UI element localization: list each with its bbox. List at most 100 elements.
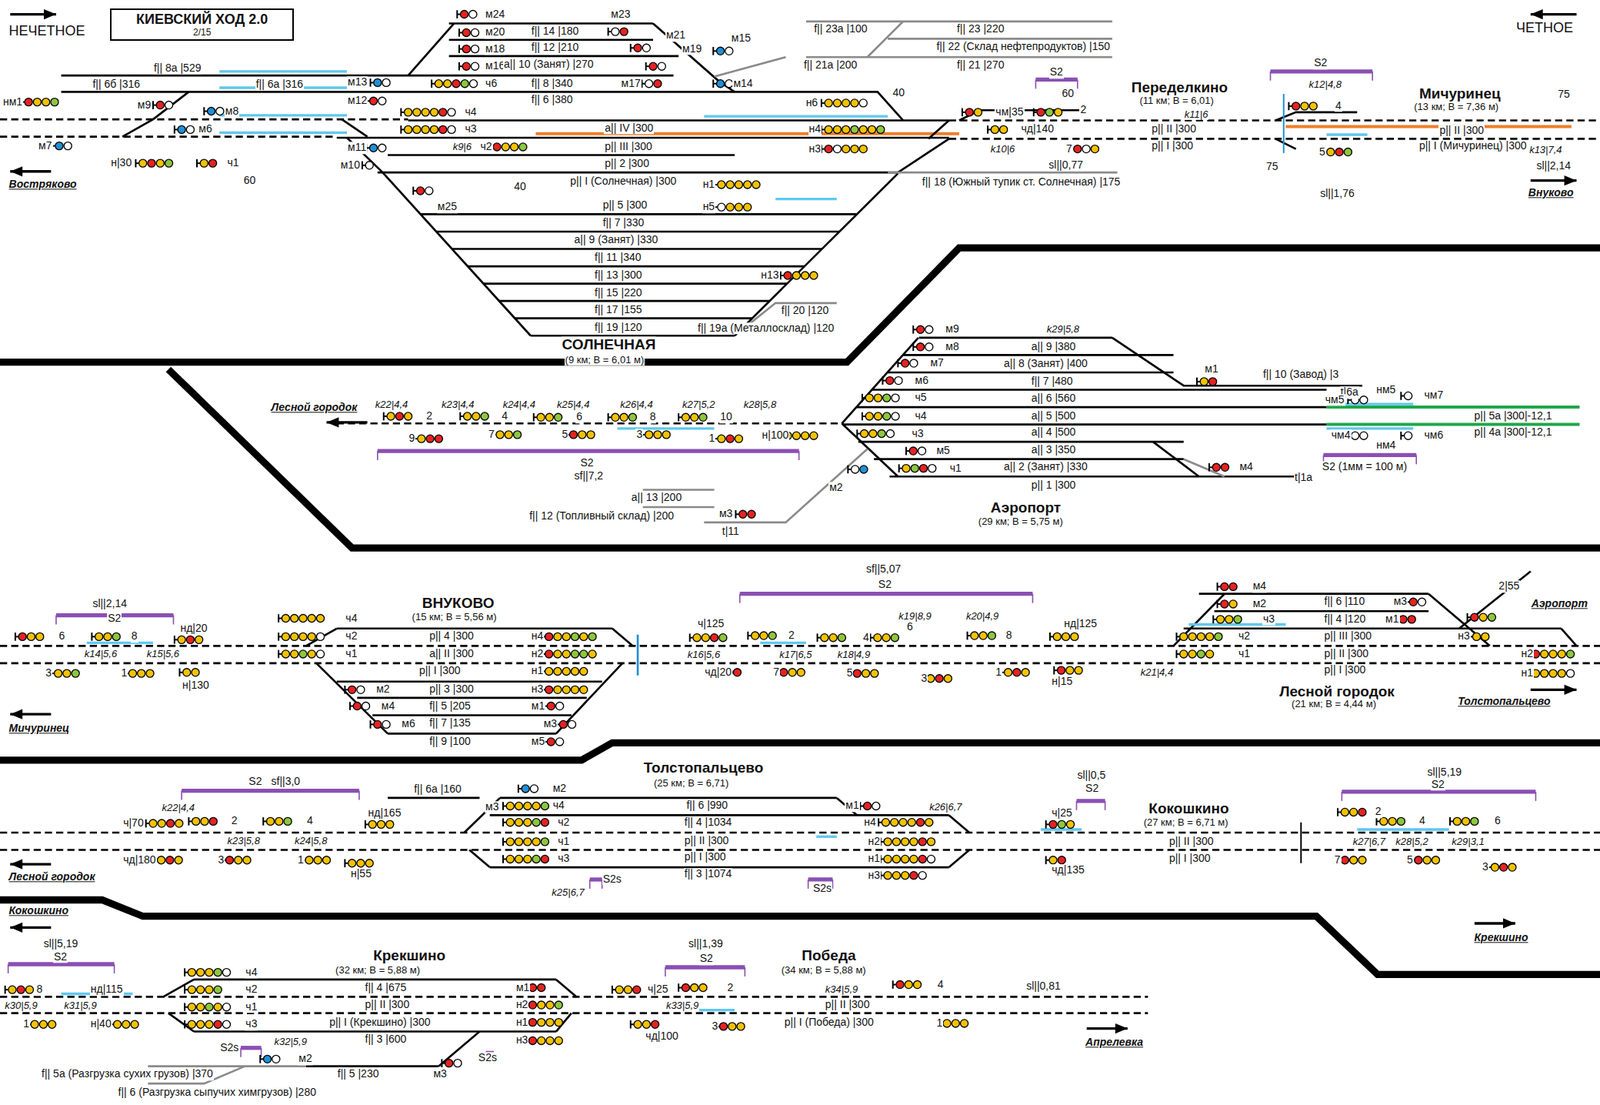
signal-lamp — [1045, 108, 1054, 117]
signal-lamp — [1196, 632, 1205, 640]
signal-lamp — [556, 702, 564, 710]
track-label: м14 — [732, 77, 754, 90]
signal-lamp — [569, 430, 577, 439]
s2-bar — [1323, 453, 1417, 457]
signal-lamp — [1220, 600, 1229, 608]
station-track — [306, 628, 337, 647]
signal-lamp — [681, 413, 690, 421]
signal-lamp — [462, 45, 470, 54]
signal-lamp — [386, 412, 395, 420]
signal-lamp — [18, 632, 27, 640]
track-label: f|| 10 (Завод) |3 — [1262, 368, 1340, 380]
signal-lamp — [1220, 582, 1229, 590]
track-label: м1 — [515, 981, 530, 994]
signal-lamp — [633, 1020, 642, 1028]
signal-base — [174, 128, 178, 130]
signal-lamp — [717, 434, 726, 443]
signal-lamp — [837, 633, 846, 642]
signal-lamp — [910, 837, 918, 846]
signal-lamp — [792, 431, 800, 440]
signal-lamp — [8, 985, 17, 994]
signal-lamp — [943, 1019, 951, 1027]
distance-label: k15|5,6 — [146, 648, 180, 660]
signal-lamp — [462, 62, 470, 70]
signal-lamp — [281, 650, 290, 658]
station-name: Крекшино — [372, 947, 447, 964]
signal-base — [821, 148, 825, 150]
signal-lamp — [833, 145, 841, 154]
signal-lamp — [1326, 148, 1335, 157]
track-label: sl||0,77 — [1047, 159, 1084, 171]
signal-lamp — [42, 98, 50, 107]
track-label: нд|115 — [90, 983, 124, 995]
signal-lamp — [1309, 102, 1317, 110]
signal-lamp — [859, 125, 867, 134]
section-boundary — [1283, 93, 1285, 154]
signal-lamp — [266, 816, 274, 825]
signal-lamp — [792, 271, 800, 280]
signal-lamp — [657, 62, 666, 70]
signal-lamp — [580, 632, 588, 640]
signal-lamp — [881, 818, 890, 827]
signal-lamp — [570, 650, 579, 658]
track-label: a|| 3 |350 — [1030, 443, 1077, 456]
track-label: м2 — [297, 1053, 313, 1065]
signal-lamp — [736, 1022, 745, 1030]
track-label: м3 — [543, 718, 558, 730]
track-label: p|| II |300 — [1323, 647, 1370, 660]
signal-lamp — [651, 1020, 660, 1028]
signal-lamp — [1453, 816, 1461, 825]
signal-lamp — [209, 816, 217, 825]
s2-tick — [807, 879, 810, 889]
direction-arrowhead — [1530, 9, 1544, 20]
signal-lamp — [1340, 807, 1349, 816]
signal-lamp — [1388, 816, 1397, 825]
signal-lamp — [1566, 669, 1574, 677]
track-label: нд|165 — [367, 806, 403, 819]
track-label: ч1 — [226, 156, 240, 169]
signal-lamp — [690, 413, 699, 421]
track-label: 2 — [425, 410, 434, 422]
distance-label: k28|5,2 — [1394, 836, 1429, 847]
signal-lamp — [207, 106, 216, 115]
track-label: sl||1,39 — [687, 937, 724, 950]
signal-lamp — [873, 393, 882, 402]
signal-lamp — [633, 985, 641, 994]
signal-lamp — [850, 145, 859, 154]
station-info: (25 км; В = 6,71) — [653, 777, 730, 789]
direction-arrowhead — [326, 416, 339, 427]
track-label: f|| 23а |100 — [813, 23, 868, 36]
signal-lamp — [1490, 863, 1499, 871]
signal-lamp — [951, 1019, 960, 1027]
s2-tick — [376, 450, 379, 460]
signal-lamp — [913, 980, 922, 988]
station-track — [387, 796, 480, 800]
signal-lamp — [322, 856, 330, 864]
track-label: S2 — [1313, 57, 1328, 70]
signal-lamp — [413, 108, 421, 117]
siding-section — [1326, 423, 1580, 427]
track-label: нд|20 — [179, 622, 208, 634]
station-track — [889, 475, 1306, 478]
signal-lamp — [642, 43, 650, 52]
signal-lamp — [628, 413, 637, 421]
track-label: н|100 — [761, 429, 790, 441]
track-label: м10 — [340, 159, 361, 171]
electrified-section — [1285, 124, 1571, 128]
station-track — [841, 423, 898, 477]
track-label: a|| IV |300 — [603, 122, 654, 134]
signal-base — [503, 857, 507, 860]
signal-base — [188, 820, 192, 822]
signal-lamp — [733, 668, 741, 677]
track-label: 10 — [719, 411, 734, 424]
signal-lamp — [1200, 377, 1208, 386]
signal-lamp — [1340, 856, 1349, 864]
signal-lamp — [443, 80, 452, 88]
signal-lamp — [299, 613, 307, 622]
signal-base — [153, 104, 157, 107]
signal-lamp — [1053, 632, 1061, 640]
track-label: чд|135 — [1050, 863, 1085, 876]
signal-lamp — [528, 1000, 537, 1009]
track-label: ч|25 — [1050, 806, 1074, 819]
track-label: ч2 — [244, 983, 258, 995]
